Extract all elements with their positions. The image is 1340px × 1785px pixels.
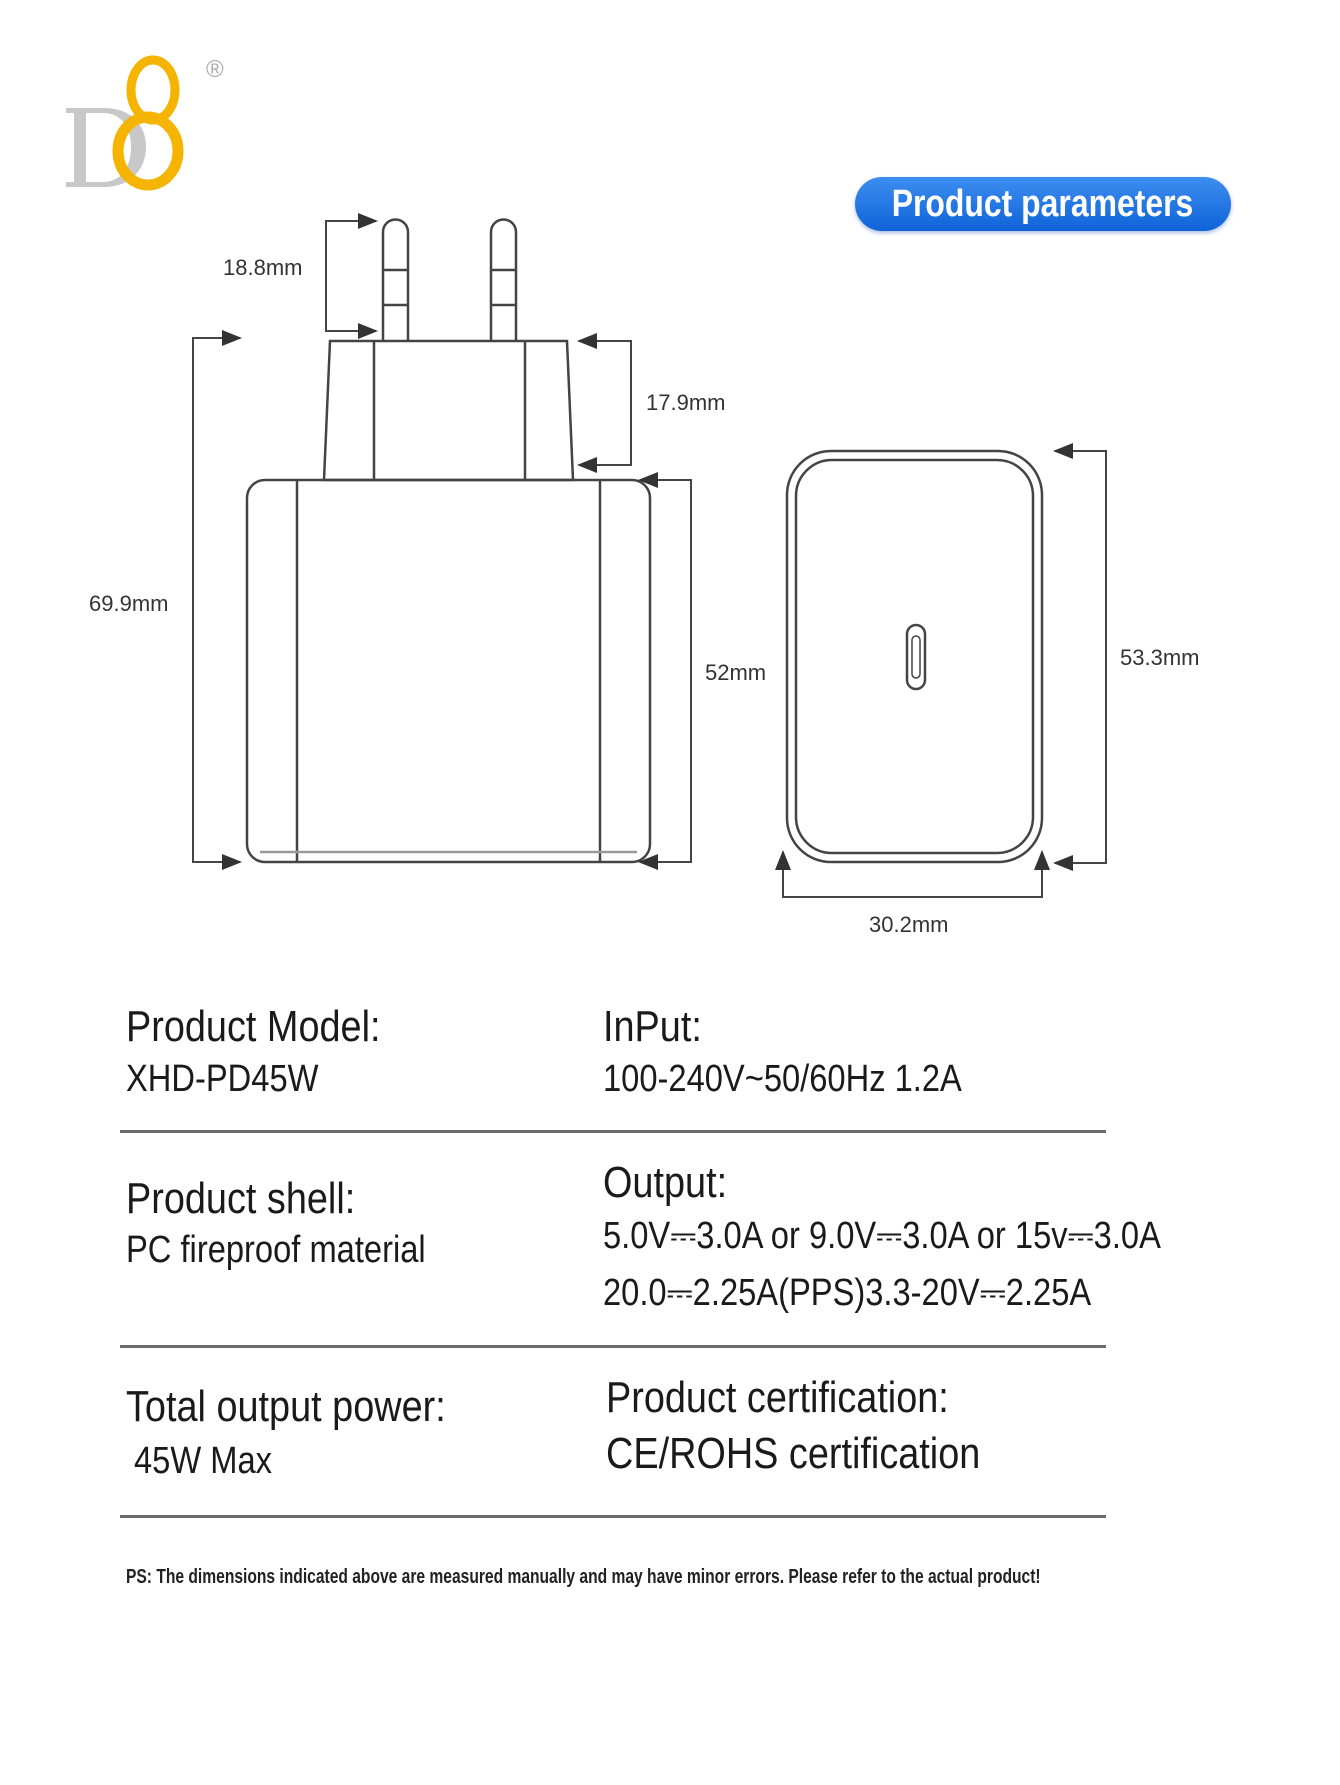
input-value: 100-240V~50/60Hz 1.2A	[603, 1058, 962, 1100]
logo-graphic	[66, 55, 184, 191]
certification-value: CE/ROHS certification	[606, 1429, 981, 1478]
product-parameters-badge: Product parameters	[855, 177, 1231, 231]
usb-c-port-icon	[905, 623, 927, 691]
charger-body-front	[245, 478, 652, 864]
logo-digit-8	[112, 55, 184, 191]
dim-body-height: 52mm	[705, 660, 766, 685]
power-value: 45W Max	[134, 1440, 273, 1482]
row-divider	[120, 1345, 1106, 1348]
certification-label: Product certification:	[606, 1373, 949, 1422]
charger-dimension-drawing: 18.8mm 69.9mm 17.9mm 52mm 53.3mm 30.2mm	[89, 213, 1199, 937]
footnote: PS: The dimensions indicated above are m…	[126, 1566, 1041, 1588]
output-line-2: 20.0⎓2.25A(PPS)3.3-20V⎓2.25A	[603, 1272, 1092, 1314]
dim-total-height: 69.9mm	[89, 591, 168, 616]
badge-label: Product parameters	[892, 183, 1194, 225]
charger-body-side	[785, 449, 1044, 864]
row-divider	[120, 1130, 1106, 1133]
plug-prong-right	[489, 218, 518, 341]
plug-base	[322, 339, 575, 482]
logo-letter-d	[66, 108, 146, 187]
output-line-1: 5.0V⎓3.0A or 9.0V⎓3.0A or 15v⎓3.0A	[603, 1215, 1161, 1257]
row-divider	[120, 1515, 1106, 1518]
model-value: XHD-PD45W	[126, 1058, 319, 1100]
shell-label: Product shell:	[126, 1174, 356, 1223]
output-label: Output:	[603, 1158, 728, 1207]
power-label: Total output power:	[126, 1382, 446, 1431]
registered-mark: ®	[206, 56, 224, 83]
input-label: InPut:	[603, 1002, 702, 1051]
plug-prong-left	[381, 218, 410, 341]
shell-value: PC fireproof material	[126, 1229, 426, 1271]
model-label: Product Model:	[126, 1002, 381, 1051]
dim-pin-length: 18.8mm	[223, 255, 302, 280]
dim-side-width: 30.2mm	[869, 912, 948, 937]
dim-plug-base-height: 17.9mm	[646, 390, 725, 415]
dim-side-height: 53.3mm	[1120, 645, 1199, 670]
